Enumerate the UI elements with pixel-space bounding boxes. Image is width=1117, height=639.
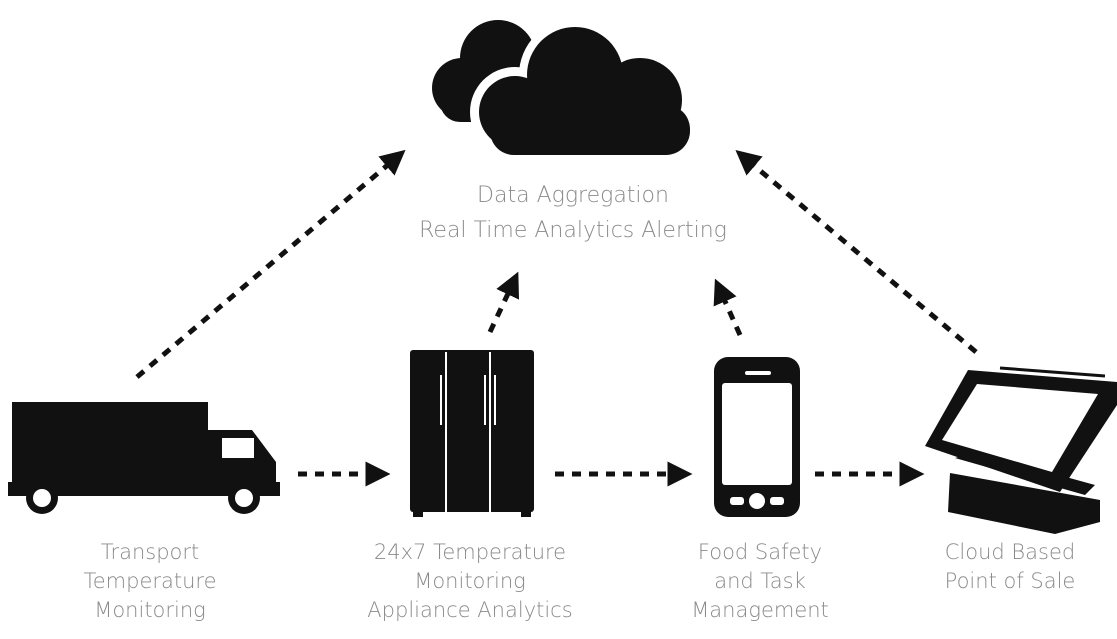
pos-terminal-icon	[925, 366, 1117, 534]
transport-label-line2: Temperature	[83, 569, 217, 593]
refrigerator-icon	[410, 350, 534, 517]
transport-label-line3: Monitoring	[94, 598, 206, 622]
fridge-label-line1: 24x7 Temperature	[373, 540, 567, 564]
connector-arrows	[135, 149, 978, 487]
center-label-line2: Real Time Analytics Alerting	[419, 218, 727, 243]
transport-label-line1: Transport	[100, 540, 200, 564]
center-label: Data Aggregation Real Time Analytics Ale…	[358, 178, 788, 248]
food-label-line2: and Task	[714, 569, 806, 593]
fridge-label-line2: Monitoring	[414, 569, 526, 593]
fridge-label: 24x7 Temperature Monitoring Appliance An…	[340, 538, 600, 625]
arrow-transport-to-cloud	[135, 149, 406, 379]
fridge-label-line3: Appliance Analytics	[367, 598, 573, 622]
center-label-line1: Data Aggregation	[477, 183, 669, 208]
smartphone-icon	[714, 357, 800, 517]
truck-icon	[8, 402, 280, 514]
pos-label: Cloud Based Point of Sale	[905, 538, 1115, 596]
pos-label-line1: Cloud Based	[944, 540, 1076, 564]
food-label: Food Safety and Task Management	[650, 538, 870, 625]
arrow-fridge-to-cloud	[487, 271, 520, 334]
food-label-line1: Food Safety	[697, 540, 823, 564]
arrow-food-to-cloud	[713, 278, 743, 337]
transport-label: Transport Temperature Monitoring	[40, 538, 260, 625]
food-label-line3: Management	[691, 598, 829, 622]
cloud-icon	[432, 19, 690, 157]
pos-label-line2: Point of Sale	[944, 569, 1076, 593]
